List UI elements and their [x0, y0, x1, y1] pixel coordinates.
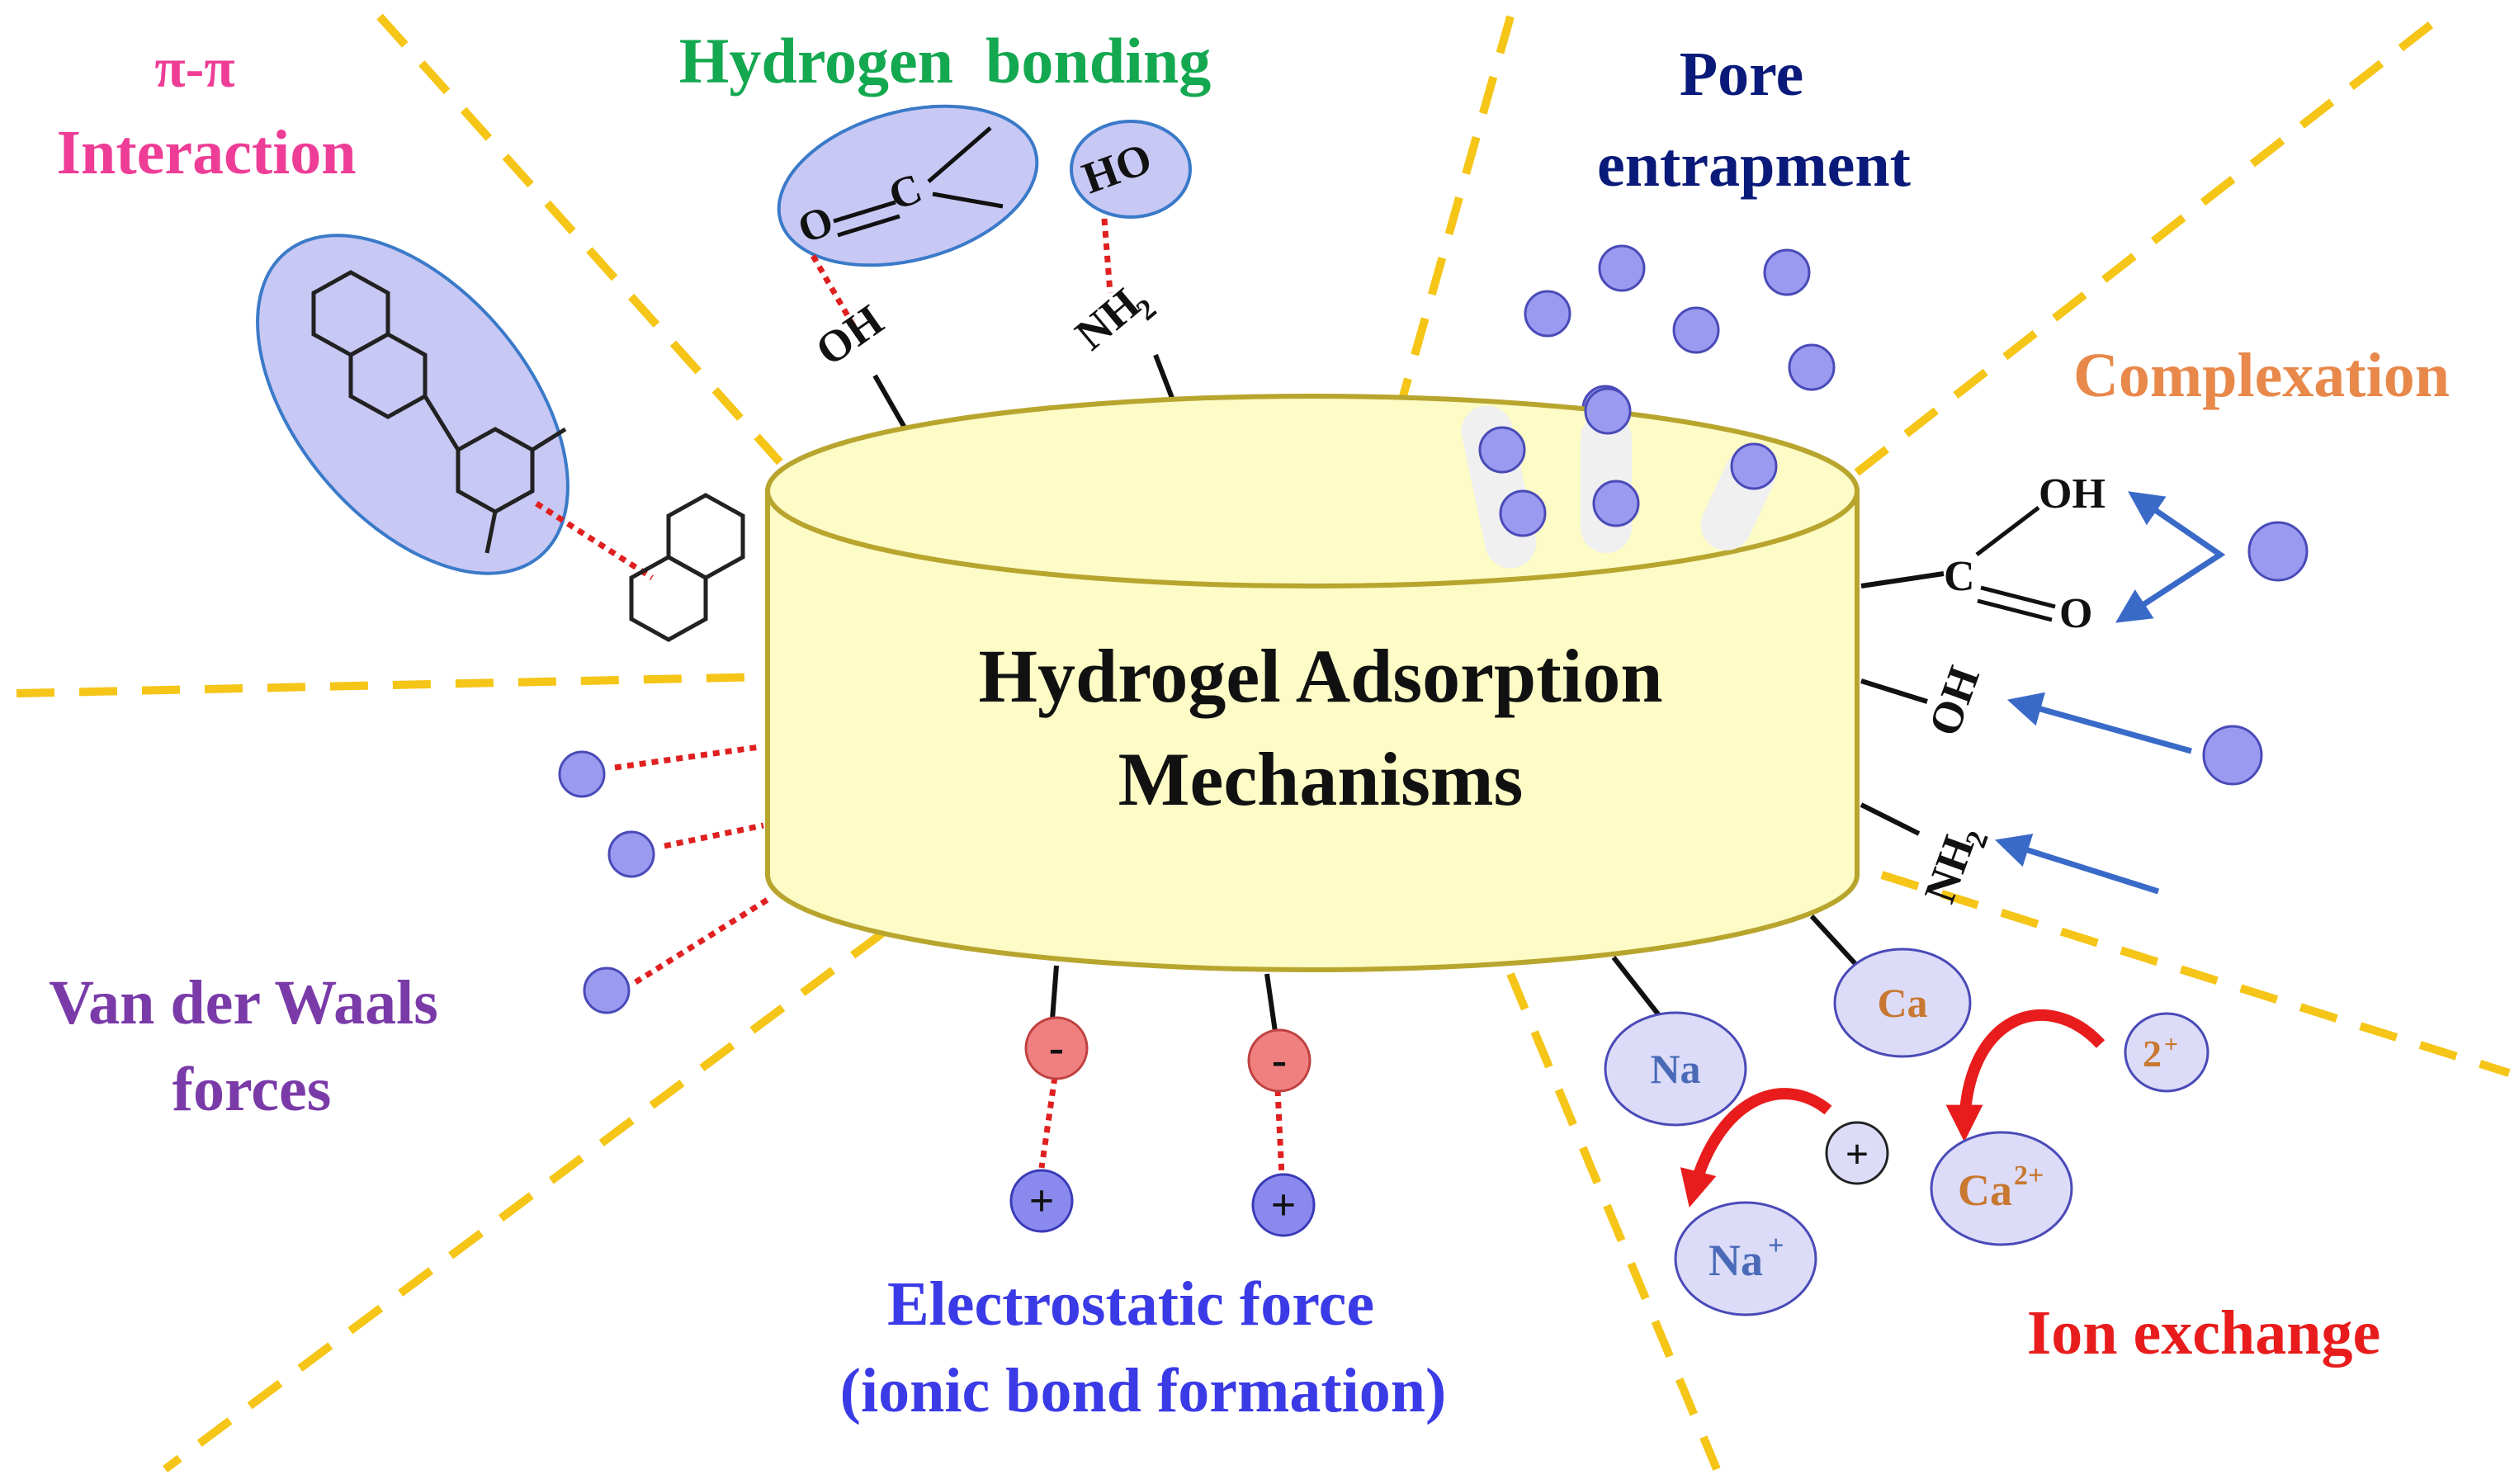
pore-particle-in-1: [1478, 426, 1526, 474]
pi-pi-label: π-π: [154, 36, 234, 99]
complexation-label: Complexation: [2073, 341, 2450, 410]
released-na-label: Na +: [1708, 1231, 1784, 1285]
complex-oh: OH: [1919, 660, 1989, 742]
chelation-arrows: [2115, 491, 2226, 623]
h-bond-dotted-2: [1101, 218, 1113, 294]
nh2-binding-arrow: [1994, 834, 2160, 895]
section-dividers: [16, 13, 2511, 1473]
svg-text:+: +: [1768, 1231, 1784, 1261]
ion-exchange-section: Na Ca + Na + 2 + Ca 2+ Ion exchange: [1604, 914, 2381, 1368]
vdw-particle-3: [583, 966, 631, 1014]
h-bond-dotted-1: [810, 254, 862, 336]
pore-entrapment-section: Pore entrapment: [1524, 40, 1911, 432]
divider-bottom-right: [1506, 972, 1721, 1471]
ion-exchange-label: Ion exchange: [2027, 1298, 2381, 1368]
pore-particle-in-2: [1499, 489, 1547, 537]
svg-text:+: +: [2164, 1031, 2178, 1058]
electrostatic-section: - - + + Electrostatic force (ionic bond …: [840, 965, 1447, 1425]
na-exchange-arrow: [1680, 1088, 1832, 1208]
carboxyl-oh: OH: [2039, 470, 2105, 518]
van-der-waals-section: Van der Waals forces: [49, 744, 769, 1124]
svg-text:Na: Na: [1708, 1236, 1763, 1285]
released-ca: [1930, 1131, 2073, 1246]
svg-text:Ca: Ca: [1958, 1165, 2012, 1215]
bound-ca: [1833, 948, 1972, 1058]
oh-binding-arrow: [2006, 692, 2192, 754]
surface-oh-top: OH: [806, 295, 891, 375]
complex-metal-ion: [2247, 521, 2309, 582]
pore-label: Pore: [1680, 40, 1804, 109]
positive-charge-2: [1251, 1173, 1316, 1237]
pi-pi-dotted-bond: [535, 501, 654, 580]
svg-text:+: +: [1846, 1131, 1869, 1177]
svg-text:Na: Na: [1650, 1046, 1700, 1092]
divider-left: [16, 673, 768, 697]
carboxyl-o: O: [2059, 590, 2092, 637]
svg-text:+: +: [1029, 1176, 1055, 1226]
divider-lower-right: [1880, 871, 2511, 1077]
center-title-line2: Mechanisms: [1118, 737, 1524, 821]
entrapment-label: entrapment: [1597, 130, 1911, 200]
divider-bottom-left: [163, 929, 886, 1473]
divider-top-right: [1399, 15, 1515, 398]
complexation-section: Complexation C OH O OH NH 2: [1860, 341, 2450, 910]
cation-2plus-label: 2 +: [2143, 1031, 2178, 1075]
vdw-label-line1: Van der Waals: [49, 968, 438, 1037]
vdw-particle-2: [607, 830, 655, 878]
complex-nh2: NH 2: [1915, 827, 1995, 910]
interaction-label: Interaction: [56, 118, 356, 187]
svg-text:-: -: [1272, 1035, 1287, 1085]
svg-text:+: +: [1271, 1180, 1297, 1230]
hydrogen-bonding-label: Hydrogen bonding: [679, 25, 1211, 97]
pi-pi-section: π-π Interaction: [56, 36, 745, 642]
pore-particle-in-5: [1730, 442, 1778, 490]
divider-top-left: [376, 13, 783, 466]
naphthyl-biphenyl-structure: [311, 270, 567, 554]
negative-charge-1: [1024, 1016, 1089, 1080]
released-ca-label: Ca 2+: [1958, 1160, 2044, 1215]
bound-na: [1604, 1011, 1747, 1127]
pore-particles: [1524, 244, 1836, 432]
electrostatic-label-line1: Electrostatic force: [887, 1269, 1374, 1339]
divider-upper-right: [1846, 21, 2434, 482]
svg-text:NH: NH: [1066, 279, 1149, 360]
vdw-label-line2: forces: [173, 1055, 332, 1124]
cation-2plus: [2124, 1012, 2209, 1093]
vdw-particle-1: [558, 750, 606, 798]
svg-text:-: -: [1049, 1023, 1064, 1072]
complex-ion-2: [2202, 725, 2263, 786]
svg-text:Ca: Ca: [1877, 980, 1927, 1026]
svg-text:2+: 2+: [2014, 1160, 2044, 1191]
ca-exchange-arrow: [1945, 1009, 2105, 1142]
negative-charge-2: [1247, 1028, 1311, 1093]
hydrogen-bonding-section: Hydrogen bonding O C HO OH NH 2: [679, 25, 1211, 435]
pore-particle-in-4: [1592, 480, 1640, 527]
electrostatic-label-line2: (ionic bond formation): [840, 1356, 1447, 1425]
svg-text:2: 2: [2143, 1033, 2162, 1075]
pore-particle-in-3: [1584, 387, 1632, 435]
hydroxyl-ellipse: [1070, 120, 1192, 219]
cation-plus: [1825, 1121, 1889, 1185]
positive-charge-1: [1009, 1169, 1074, 1233]
naphthalene-structure: [629, 493, 745, 642]
surface-nh2-top: NH 2: [1066, 279, 1162, 360]
released-na: [1674, 1201, 1817, 1316]
center-title-line1: Hydrogel Adsorption: [979, 634, 1663, 718]
carboxyl-c: C: [1944, 553, 1975, 600]
hydrogel-cylinder: Hydrogel Adsorption Mechanisms: [765, 387, 1860, 972]
